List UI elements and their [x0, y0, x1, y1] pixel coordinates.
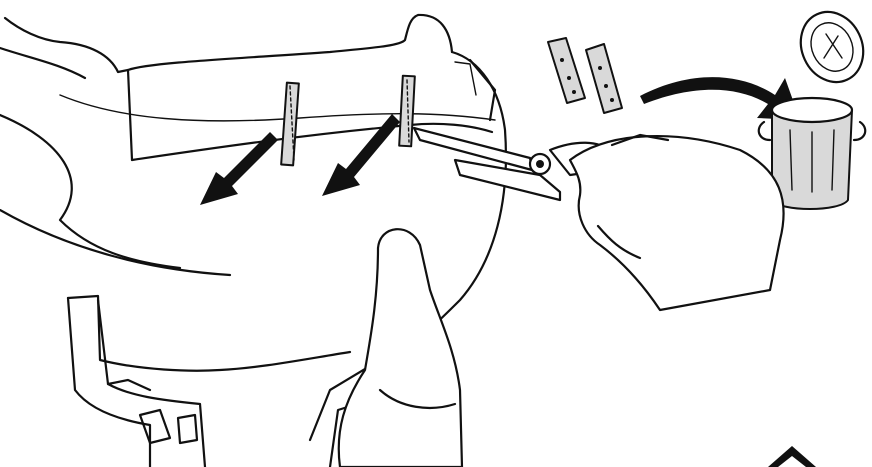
- removed-strips: [548, 38, 622, 113]
- left-hand: [339, 229, 462, 467]
- adhesive-strip-right: [399, 76, 415, 147]
- arrow-icon: [200, 114, 400, 205]
- lower-housing: [68, 296, 380, 467]
- right-hand: [570, 135, 784, 310]
- adhesive-strip-left: [281, 83, 299, 166]
- warning-triangle-icon: [768, 446, 816, 467]
- trash-bin-icon: [759, 2, 872, 209]
